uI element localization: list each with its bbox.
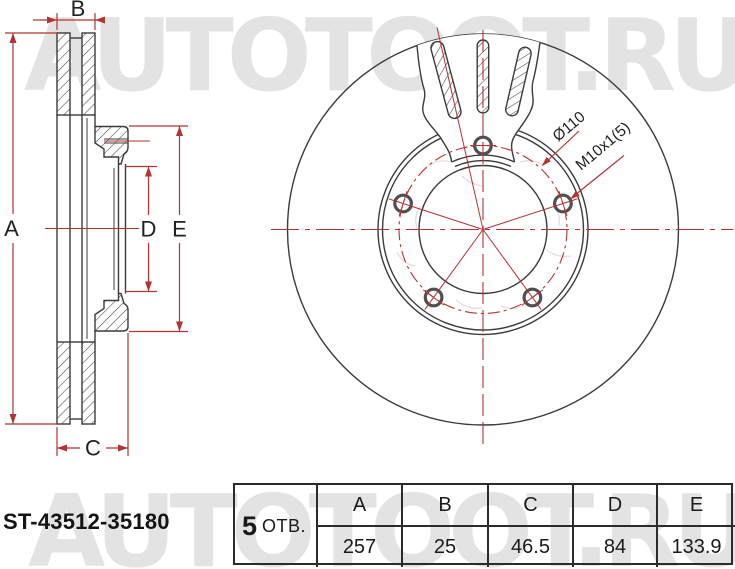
dimension-lines bbox=[5, 13, 733, 456]
col-header-e: E bbox=[656, 485, 735, 525]
arrowheads bbox=[9, 16, 580, 452]
vent-slot-right bbox=[505, 46, 532, 117]
col-header-c: C bbox=[487, 485, 572, 525]
hat-flange-bottom bbox=[94, 292, 129, 332]
value-d: 84 bbox=[572, 525, 656, 567]
part-number: ST-43512-35180 bbox=[3, 509, 170, 534]
col-header-d: D bbox=[572, 485, 656, 525]
holes-cell: 5 ОТВ. bbox=[235, 485, 316, 567]
plate-bottom-right bbox=[81, 341, 96, 425]
dimension-labels: A B C D E bbox=[4, 0, 187, 461]
watermark-top: AUTOTOOT.RU bbox=[24, 0, 735, 114]
hat-flange-top bbox=[94, 125, 129, 165]
holes-label: ОТВ. bbox=[262, 515, 307, 536]
casting-texture bbox=[396, 160, 572, 310]
label-d: D bbox=[141, 217, 157, 242]
value-c: 46.5 bbox=[487, 525, 572, 567]
value-b: 25 bbox=[401, 525, 487, 567]
holes-count: 5 bbox=[242, 510, 258, 541]
plate-top-left bbox=[56, 32, 71, 116]
spec-table: 5 ОТВ. A B C D E 257 25 46.5 84 133.9 bbox=[233, 483, 735, 567]
value-e: 133.9 bbox=[656, 525, 735, 567]
col-header-b: B bbox=[401, 485, 487, 525]
label-b: B bbox=[71, 0, 86, 21]
annotations: Ø110 M10x1(5) bbox=[550, 108, 634, 174]
label-a: A bbox=[4, 216, 19, 241]
col-header-a: A bbox=[316, 485, 401, 525]
plate-bottom-left bbox=[56, 341, 71, 425]
plate-top-right bbox=[81, 32, 96, 116]
label-e: E bbox=[172, 217, 187, 242]
label-c: C bbox=[85, 436, 101, 461]
value-a: 257 bbox=[316, 525, 401, 567]
